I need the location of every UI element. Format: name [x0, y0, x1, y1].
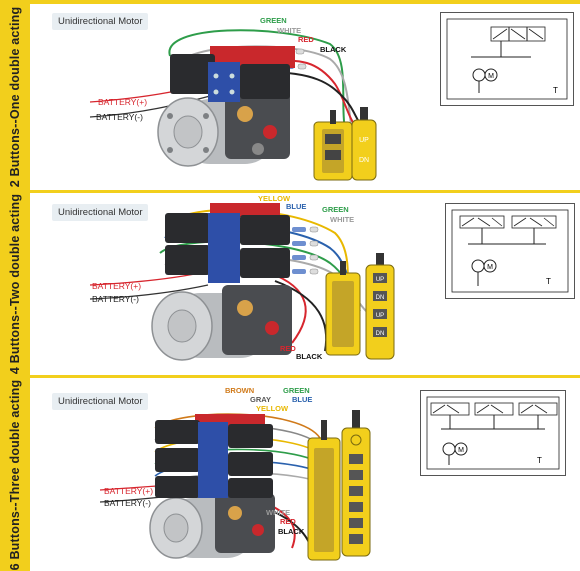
assembly-illustration: BROWN GRAY YELLOW GREEN BLUE WHITE RED B…	[99, 386, 371, 561]
motor-type-badge: Unidirectional Motor	[52, 393, 149, 410]
wire-label-red: RED	[280, 517, 296, 526]
pendant-button-4: DN	[376, 331, 385, 337]
motor-type-badge: Unidirectional Motor	[52, 13, 149, 30]
hydraulic-schematic: M T	[440, 12, 574, 106]
wire-label-black: BLACK	[296, 352, 323, 361]
pendant-button-2: DN	[376, 295, 385, 301]
battery-positive-label: BATTERY(+)	[104, 486, 153, 496]
solenoid-valve-stack	[165, 203, 290, 283]
row-panel: Unidirectional Motor	[30, 378, 580, 571]
row-panel: Unidirectional Motor	[30, 4, 580, 190]
wire-label-white: WHITE	[330, 215, 354, 224]
row-divider	[0, 375, 580, 378]
schematic-tank-symbol: T	[537, 456, 542, 465]
hydraulic-schematic: M T	[445, 203, 575, 299]
control-box-open	[307, 420, 341, 561]
wire-label-green: GREEN	[322, 205, 349, 214]
row-side-strip: 2 Buttons--One double acting	[0, 4, 30, 190]
control-box-open	[325, 261, 361, 356]
wire-label-gray: GRAY	[250, 395, 271, 404]
wire-label-red: RED	[280, 344, 296, 353]
assembly-illustration: YELLOW BLUE GREEN WHITE RED BLACK BATTER…	[89, 194, 395, 361]
pump-block	[215, 493, 275, 553]
black-wire	[264, 71, 365, 130]
pump-block	[225, 89, 290, 159]
wire-label-green: GREEN	[260, 16, 287, 25]
battery-neg-lead	[89, 95, 211, 118]
assembly-illustration: GREEN WHITE RED BLACK BATTERY(+) BATTERY…	[89, 16, 377, 181]
pendant-controller	[341, 410, 371, 557]
schematic-motor-symbol: M	[458, 447, 464, 454]
wire-label-blue: BLUE	[286, 202, 306, 211]
battery-negative-label: BATTERY(-)	[92, 294, 139, 304]
wire-label-white: WHITE	[277, 26, 301, 35]
pendant-button-1: UP	[376, 277, 384, 283]
motor-type-badge: Unidirectional Motor	[52, 204, 149, 221]
schematic-tank-symbol: T	[553, 86, 558, 95]
schematic-drawing: M T	[426, 396, 560, 470]
row-one-double-acting: 2 Buttons--One double acting Unidirectio…	[0, 4, 580, 190]
wire-label-green: GREEN	[283, 386, 310, 395]
battery-positive-label: BATTERY(+)	[92, 281, 141, 291]
row-side-label: 6 Buttons--Three double acting	[8, 379, 22, 570]
schematic-motor-symbol: M	[488, 73, 494, 80]
pendant-button-dn: DN	[359, 157, 369, 164]
pendant-controller	[351, 107, 377, 181]
wire-label-yellow: YELLOW	[258, 194, 291, 203]
control-box-open	[313, 110, 353, 181]
wire-label-blue: BLUE	[292, 395, 312, 404]
wire-label-black: BLACK	[320, 45, 347, 54]
hydraulic-schematic: M T	[420, 390, 566, 476]
wire-label-yellow: YELLOW	[256, 404, 289, 413]
row-two-double-acting: 4 Buttons--Two double acting Unidirectio…	[0, 193, 580, 375]
schematic-drawing: M T	[446, 18, 568, 100]
battery-positive-label: BATTERY(+)	[98, 97, 147, 107]
schematic-tank-symbol: T	[546, 277, 551, 286]
row-panel: Unidirectional Motor	[30, 193, 580, 375]
wire-label-red: RED	[298, 35, 314, 44]
schematic-drawing: M T	[451, 209, 569, 293]
battery-neg-lead	[89, 284, 209, 300]
red-wire	[269, 272, 307, 344]
row-side-label: 2 Buttons--One double acting	[8, 6, 22, 188]
solenoid-valve-stack	[170, 46, 295, 102]
row-divider	[0, 190, 580, 193]
schematic-motor-symbol: M	[487, 264, 493, 271]
wire-label-white: WHITE	[266, 508, 290, 517]
row-side-label: 4 Buttons--Two double acting	[8, 193, 22, 375]
pendant-controller	[365, 253, 395, 360]
green-wire	[168, 29, 346, 130]
top-accent-bar	[0, 0, 580, 4]
wire-connectors	[292, 226, 319, 275]
battery-negative-label: BATTERY(-)	[96, 112, 143, 122]
pendant-button-up: UP	[359, 137, 369, 144]
row-side-strip: 6 Buttons--Three double acting	[0, 378, 30, 571]
row-side-strip: 4 Buttons--Two double acting	[0, 193, 30, 375]
solenoid-valve-stack	[155, 414, 273, 498]
row-three-double-acting: 6 Buttons--Three double acting Unidirect…	[0, 378, 580, 571]
wire-label-brown: BROWN	[225, 386, 254, 395]
pump-block	[222, 285, 292, 355]
battery-negative-label: BATTERY(-)	[104, 498, 151, 508]
pendant-button-3: UP	[376, 313, 384, 319]
wire-label-black: BLACK	[278, 527, 305, 536]
